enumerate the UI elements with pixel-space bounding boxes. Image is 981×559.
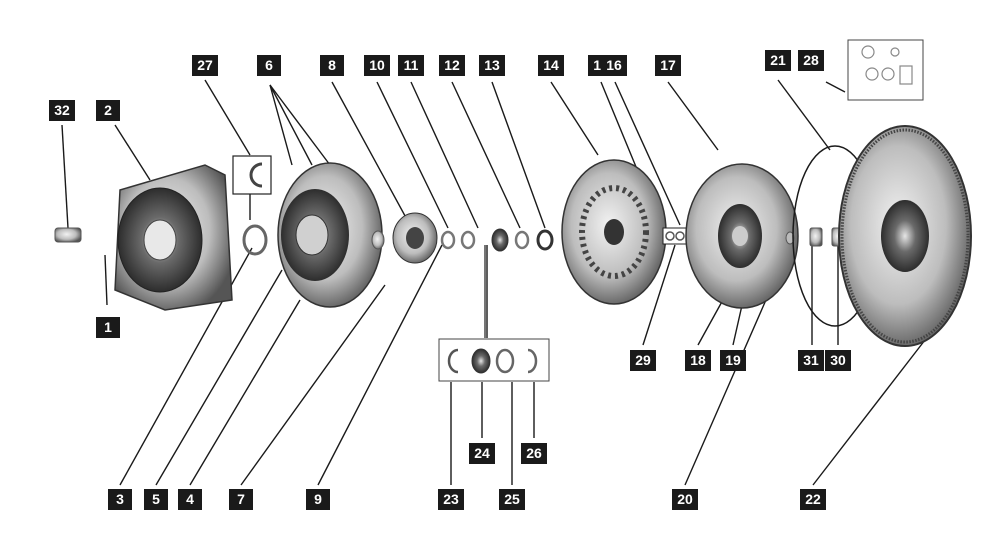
part-seal-ring — [242, 224, 268, 256]
part-reaction-gear — [392, 212, 438, 264]
part-bearing-20 — [785, 231, 795, 245]
callout-2: 2 — [96, 100, 120, 121]
part-impeller — [685, 163, 799, 309]
callout-27: 27 — [192, 55, 218, 76]
callout-13: 13 — [479, 55, 505, 76]
part-inset-27 — [232, 155, 272, 195]
part-converter-housing — [114, 164, 233, 311]
callout-10: 10 — [364, 55, 390, 76]
callout-22: 22 — [800, 489, 826, 510]
callout-11: 11 — [398, 55, 424, 76]
callout-20: 20 — [672, 489, 698, 510]
callout-3: 3 — [108, 489, 132, 510]
callout-5: 5 — [144, 489, 168, 510]
callout-12: 12 — [439, 55, 465, 76]
part-bearing-11 — [491, 228, 509, 252]
callout-24: 24 — [469, 443, 495, 464]
callout-32: 32 — [49, 100, 75, 121]
callout-25: 25 — [499, 489, 525, 510]
part-ring-9 — [440, 230, 456, 250]
part-ring-13 — [536, 229, 554, 251]
part-pump-assembly — [277, 162, 383, 308]
leader-lines — [61, 79, 926, 486]
part-turbine — [561, 159, 667, 305]
callout-1: 1 — [96, 317, 120, 338]
part-bolt — [54, 227, 82, 243]
callout-31: 31 — [798, 350, 824, 371]
part-inset-23-26 — [438, 338, 550, 382]
part-ring-12 — [514, 230, 530, 250]
part-bushing-31 — [809, 227, 823, 247]
part-inset-28 — [847, 39, 924, 101]
part-inset-29 — [662, 227, 688, 245]
callout-23: 23 — [438, 489, 464, 510]
callout-29: 29 — [630, 350, 656, 371]
callout-30: 30 — [825, 350, 851, 371]
callout-16: 16 — [601, 55, 627, 76]
callout-8: 8 — [320, 55, 344, 76]
callout-19: 19 — [720, 350, 746, 371]
callout-21: 21 — [765, 50, 791, 71]
callout-26: 26 — [521, 443, 547, 464]
part-ring-10 — [460, 230, 476, 250]
callout-17: 17 — [655, 55, 681, 76]
callout-28: 28 — [798, 50, 824, 71]
callout-14: 14 — [538, 55, 564, 76]
callout-18: 18 — [685, 350, 711, 371]
callout-4: 4 — [178, 489, 202, 510]
callout-9: 9 — [306, 489, 330, 510]
callout-6: 6 — [257, 55, 281, 76]
part-pump-seal — [371, 230, 385, 250]
part-flex-plate — [838, 125, 972, 347]
callout-7: 7 — [229, 489, 253, 510]
